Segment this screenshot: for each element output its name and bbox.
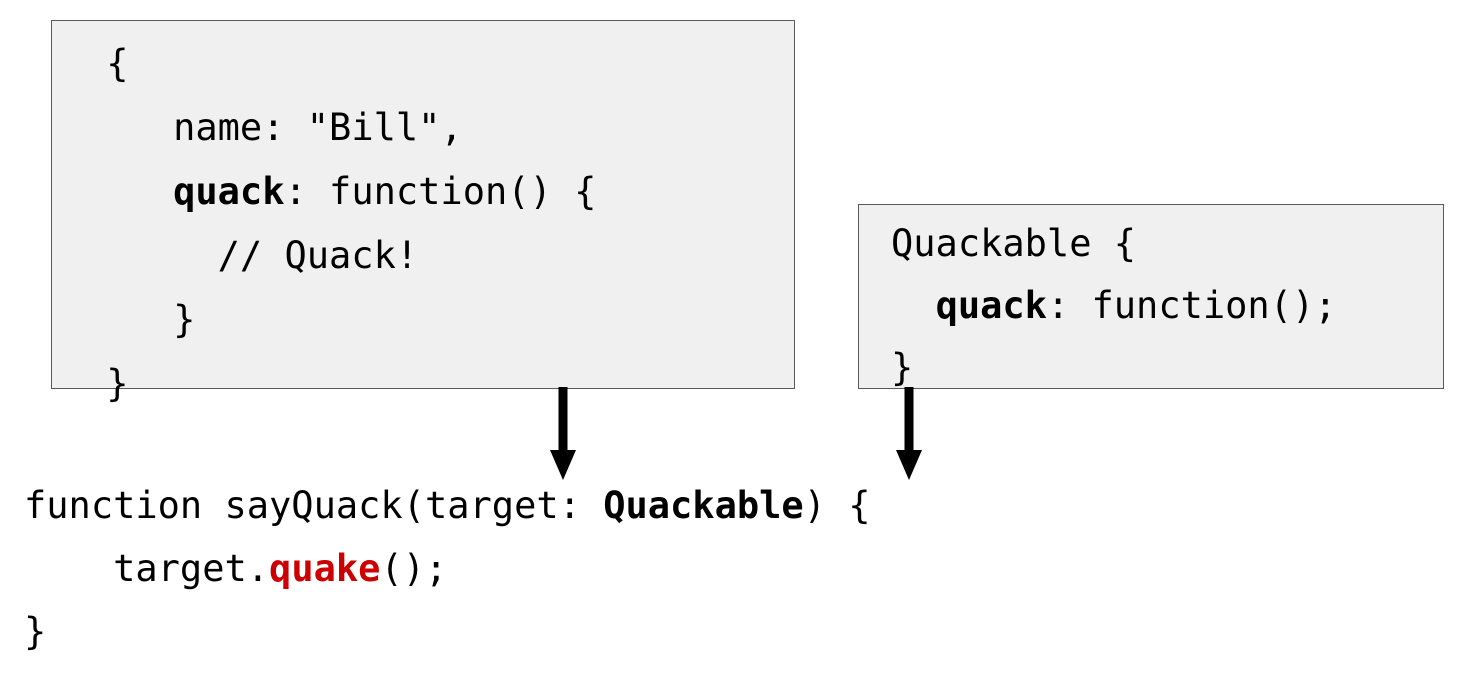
code-line-quack-comment: // Quack! [84, 234, 419, 277]
interface-line-close-brace: } [891, 346, 914, 389]
code-line-name-property: name: "Bill", [84, 96, 794, 160]
name-value: "Bill", [306, 106, 463, 149]
interface-quack-indent [891, 284, 936, 327]
code-line-open-brace: { [84, 42, 129, 85]
object-literal-code-box: { name: "Bill", quack: function() { // Q… [51, 20, 795, 405]
function-signature-prefix: function sayQuack(target: [24, 484, 604, 527]
name-key: name: [84, 106, 307, 149]
interface-code-lines: Quackable { quack: function(); } [859, 205, 1443, 399]
quack-indent [84, 170, 173, 213]
call-suffix: (); [380, 547, 448, 590]
arrow-interface-to-type-annotation-icon [896, 387, 922, 480]
error-method-name-quake: quake [269, 547, 381, 590]
interface-quack-rest: : function(); [1046, 284, 1337, 327]
code-line-quack-property: quack: function() { [84, 160, 794, 224]
interface-line-quack-member: quack: function(); [891, 275, 1443, 337]
object-literal-code-lines: { name: "Bill", quack: function() { // Q… [52, 21, 794, 416]
function-close-brace-line: } [24, 610, 47, 653]
code-line-close-function-brace: } [84, 298, 196, 341]
function-signature-suffix: ) { [803, 484, 871, 527]
quack-rest: : function() { [284, 170, 597, 213]
function-signature-line: function sayQuack(target: Quackable) { [24, 474, 1324, 537]
function-body-call-line: target.quake(); [24, 537, 1324, 600]
code-line-close-object-brace: } [84, 362, 129, 405]
type-annotation-quackable: Quackable [603, 484, 804, 527]
interface-quack-key: quack [935, 284, 1047, 327]
say-quack-function-block: function sayQuack(target: Quackable) { t… [24, 474, 1324, 663]
quack-key: quack [173, 170, 285, 213]
arrow-object-literal-to-target-icon [550, 387, 576, 480]
quackable-interface-code-box: Quackable { quack: function(); } [858, 204, 1444, 389]
call-prefix: target. [24, 547, 270, 590]
interface-line-declaration: Quackable { [891, 222, 1137, 265]
